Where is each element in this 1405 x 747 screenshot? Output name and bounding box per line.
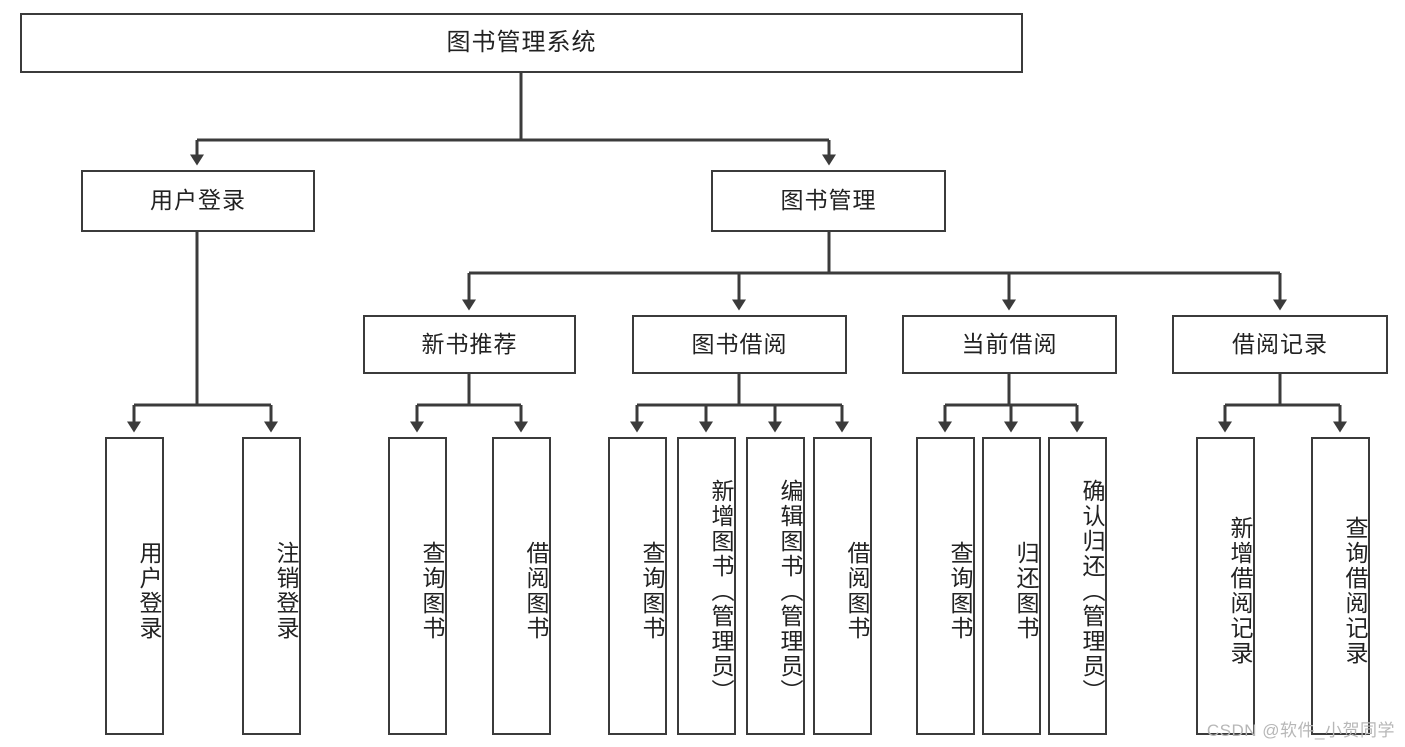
node-current-borrow[interactable]: 当前借阅	[902, 315, 1117, 374]
node-label: 图书管理系统	[446, 28, 597, 56]
leaf-current-return-book[interactable]: 归还图书	[982, 437, 1041, 735]
leaf-logout-login[interactable]: 注销登录	[242, 437, 301, 735]
node-label: 查询图书	[419, 541, 445, 641]
leaf-records-query-record[interactable]: 查询借阅记录	[1311, 437, 1370, 735]
node-label: 用户登录	[136, 541, 162, 641]
leaf-user-login[interactable]: 用户登录	[105, 437, 164, 735]
node-label: 新增借阅记录	[1227, 516, 1253, 666]
leaf-current-query-book[interactable]: 查询图书	[916, 437, 975, 735]
leaf-newbook-query-book[interactable]: 查询图书	[388, 437, 447, 735]
leaf-records-add-record[interactable]: 新增借阅记录	[1196, 437, 1255, 735]
node-label: 图书管理	[780, 187, 877, 214]
node-label: 借阅图书	[844, 541, 870, 641]
leaf-borrow-query-book[interactable]: 查询图书	[608, 437, 667, 735]
node-label: 借阅记录	[1232, 330, 1328, 357]
node-label: 借阅图书	[523, 541, 549, 641]
node-root-system[interactable]: 图书管理系统	[20, 13, 1023, 73]
node-label: 注销登录	[273, 541, 299, 641]
leaf-borrow-add-book-admin[interactable]: 新增图书（管理员）	[677, 437, 736, 735]
watermark: CSDN @软件_小贺同学	[1206, 721, 1395, 740]
node-label: 当前借阅	[961, 330, 1058, 357]
leaf-newbook-borrow-book[interactable]: 借阅图书	[492, 437, 551, 735]
node-label: 新书推荐	[421, 330, 518, 357]
node-label: 确认归还（管理员）	[1079, 478, 1105, 704]
node-label: 新增图书（管理员）	[708, 478, 734, 704]
node-label: 归还图书	[1013, 541, 1039, 641]
node-label: 查询图书	[947, 541, 973, 641]
node-book-management[interactable]: 图书管理	[711, 170, 946, 232]
node-label: 查询图书	[639, 541, 665, 641]
node-new-book-recommend[interactable]: 新书推荐	[363, 315, 576, 374]
leaf-borrow-borrow-book[interactable]: 借阅图书	[813, 437, 872, 735]
node-book-borrow[interactable]: 图书借阅	[632, 315, 847, 374]
leaf-borrow-edit-book-admin[interactable]: 编辑图书（管理员）	[746, 437, 805, 735]
node-borrow-records[interactable]: 借阅记录	[1172, 315, 1388, 374]
node-label: 查询借阅记录	[1342, 516, 1368, 666]
node-label: 用户登录	[150, 187, 246, 214]
leaf-current-confirm-return-admin[interactable]: 确认归还（管理员）	[1048, 437, 1107, 735]
node-label: 图书借阅	[691, 330, 788, 357]
node-user-login[interactable]: 用户登录	[81, 170, 315, 232]
node-label: 编辑图书（管理员）	[777, 478, 803, 704]
